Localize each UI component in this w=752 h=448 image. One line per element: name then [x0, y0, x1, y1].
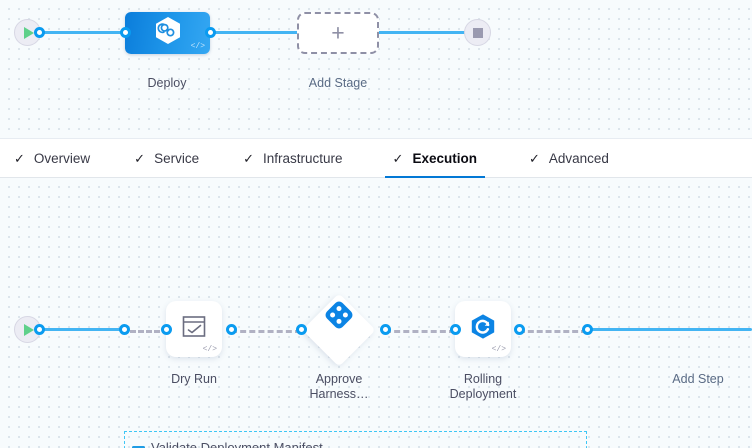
pipeline-end-node[interactable] [464, 19, 491, 46]
stop-icon [472, 27, 483, 38]
check-icon: ✓ [134, 150, 146, 166]
deploy-input-port[interactable] [120, 27, 131, 38]
active-tab-underline [384, 176, 485, 179]
rolling-deployment-icon [469, 313, 497, 346]
execution-graph-canvas[interactable]: Validate Deployment Manifest </> Dry Run [0, 178, 752, 448]
check-icon: ✓ [392, 150, 404, 166]
approval-input-port[interactable] [296, 324, 307, 335]
code-marker-icon: </> [202, 345, 217, 354]
play-icon [24, 323, 34, 336]
rolling-label-line1: Rolling [463, 372, 503, 386]
check-icon: ✓ [243, 150, 254, 166]
approval-label-line2: Harness… [309, 387, 369, 401]
plus-icon: + [331, 19, 345, 46]
connector-group-to-dryrun [130, 329, 168, 333]
tab-execution[interactable]: ✓ Execution [384, 138, 485, 179]
step-group-box[interactable] [124, 431, 587, 448]
dry-run-input-port[interactable] [161, 324, 172, 335]
dry-run-label: Dry Run [171, 372, 217, 386]
tab-advanced[interactable]: ✓ Advanced [529, 138, 609, 178]
harness-hexagon-icon [153, 16, 183, 51]
check-icon: ✓ [14, 150, 25, 166]
dry-run-output-port[interactable] [226, 324, 237, 335]
tab-infrastructure[interactable]: ✓ Infrastructure [243, 138, 342, 178]
rolling-deployment-step-node[interactable]: </> [455, 301, 511, 357]
connector-rolling-to-group-exit [519, 329, 587, 333]
rolling-deployment-label: Rolling Deployment [433, 372, 533, 402]
group-entry-port[interactable] [119, 324, 130, 335]
code-marker-icon: </> [491, 345, 506, 354]
execution-start-port[interactable] [34, 324, 45, 335]
tab-advanced-label: Advanced [548, 150, 609, 166]
add-stage-button[interactable]: + [297, 12, 379, 54]
tab-execution-label: Execution [412, 150, 477, 166]
code-marker-icon: </> [190, 42, 205, 51]
check-icon: ✓ [528, 150, 540, 166]
shell-script-icon [182, 315, 207, 343]
deploy-stage-node[interactable]: </> [125, 12, 210, 54]
stage-config-tabs: ✓ Overview ✓ Service ✓ Infrastructure ✓ … [0, 138, 752, 179]
deploy-output-port[interactable] [205, 27, 216, 38]
connector-start-to-deploy [36, 31, 134, 34]
tab-service-label: Service [154, 150, 200, 166]
approval-output-port[interactable] [380, 324, 391, 335]
harness-approval-icon [324, 301, 354, 345]
play-icon [24, 26, 34, 39]
rolling-output-port[interactable] [514, 324, 525, 335]
connector-group-to-addstep [588, 328, 752, 331]
connector-approval-to-rolling [385, 329, 455, 333]
minus-icon[interactable] [132, 446, 145, 448]
step-group-title: Validate Deployment Manifest [151, 440, 323, 448]
add-step-label: Add Step [672, 372, 724, 386]
rolling-label-line2: Deployment [449, 387, 517, 401]
connector-dryrun-to-approval [231, 329, 301, 333]
stage-graph-canvas[interactable]: </> Deploy + Add Stage [0, 0, 752, 138]
tab-service[interactable]: ✓ Service [134, 138, 199, 178]
add-stage-label: Add Stage [308, 76, 368, 90]
group-exit-port[interactable] [582, 324, 593, 335]
connector-start-to-group [36, 328, 128, 331]
dry-run-step-node[interactable]: </> [166, 301, 222, 357]
approval-label: Approve Harness… [289, 372, 389, 402]
connector-addstage-to-end [375, 31, 471, 34]
approval-label-line1: Approve [315, 372, 363, 386]
stage-start-port[interactable] [34, 27, 45, 38]
step-group-header[interactable]: Validate Deployment Manifest [132, 440, 323, 448]
connector-deploy-to-addstage [205, 31, 310, 34]
tab-overview-label: Overview [33, 150, 91, 166]
tab-overview[interactable]: ✓ Overview [14, 138, 90, 178]
pipeline-start-node[interactable] [14, 19, 41, 46]
tab-infrastructure-label: Infrastructure [263, 150, 343, 166]
deploy-stage-label: Deploy [147, 76, 187, 90]
rolling-input-port[interactable] [450, 324, 461, 335]
